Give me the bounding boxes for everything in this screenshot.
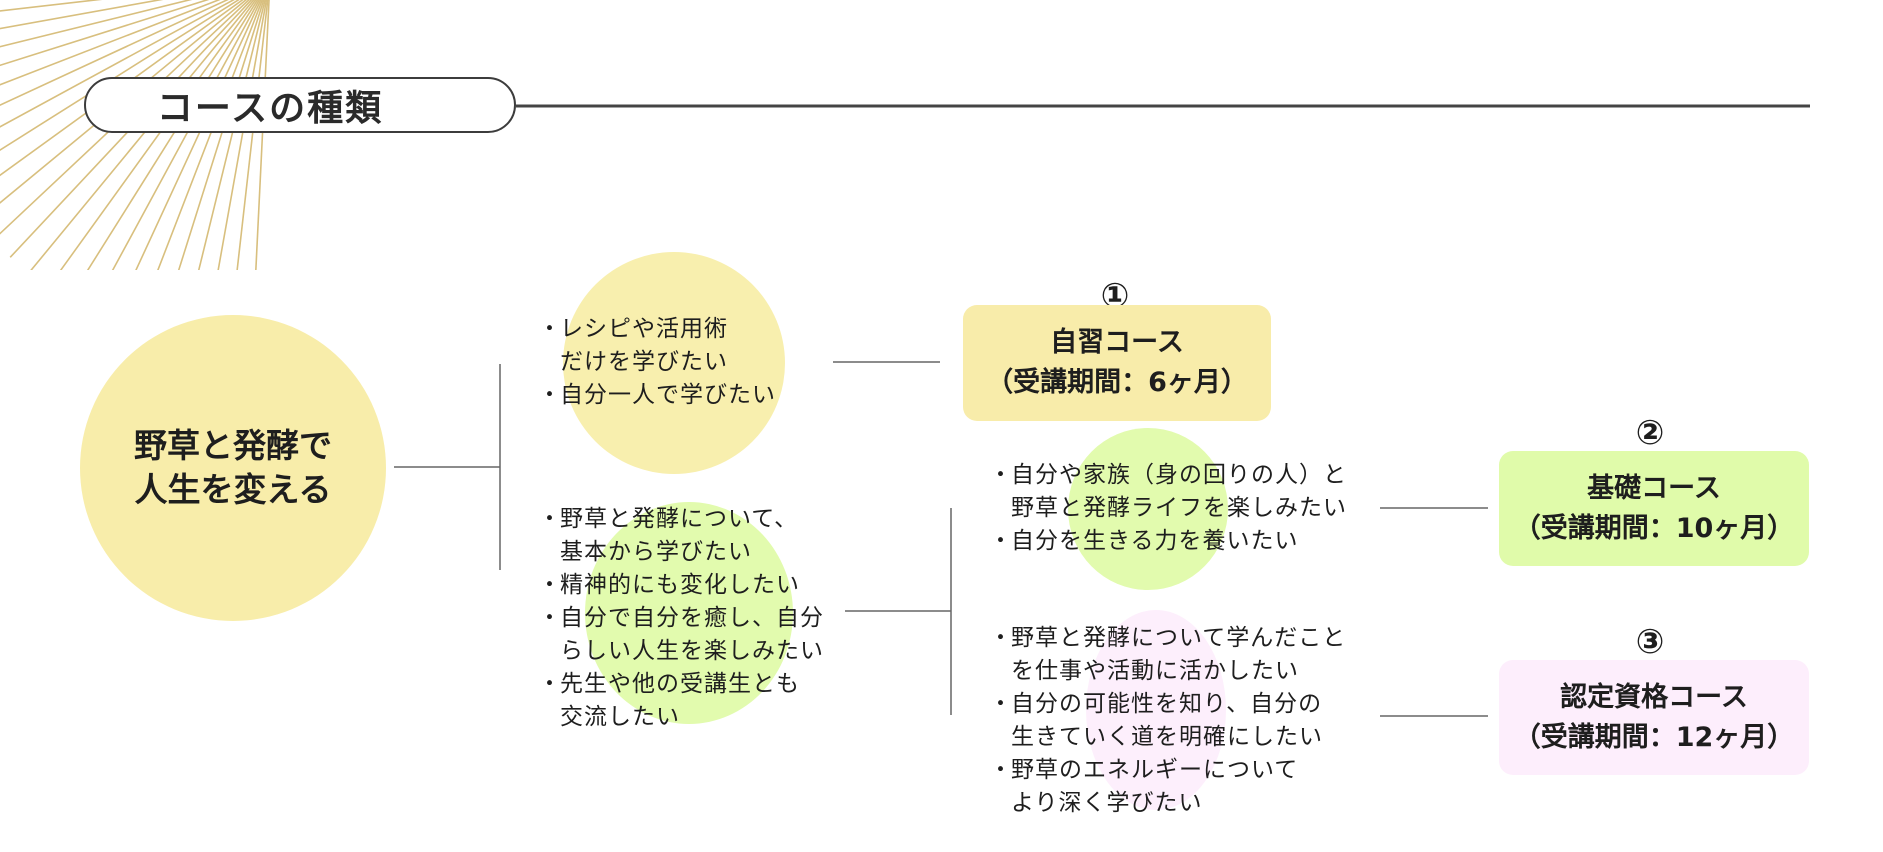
bullet-marker: ・ — [989, 691, 1013, 717]
section-header-pill — [84, 77, 516, 133]
list-item-text: 精神的にも変化したい — [560, 572, 800, 598]
bullet-marker: ・ — [538, 671, 562, 697]
stripe-line — [86, 0, 259, 270]
stripe-line — [177, 0, 265, 270]
group4-highlight-blob — [1086, 610, 1226, 810]
list-item: ・ 自分の可能性を知り、自分の 生きていく道を明確にしたい — [989, 688, 1346, 754]
list-item: ・ 先生や他の受講生とも 交流したい — [538, 668, 824, 734]
list-item: ・ 自分を生きる力を養いたい — [989, 525, 1347, 558]
list-item-text: 先生や他の受講生とも 交流したい — [560, 671, 800, 730]
stripe-line — [0, 0, 210, 67]
bullet-marker: ・ — [538, 572, 562, 598]
group1-list: ・ レシピや活用術 だけを学びたい ・ 自分一人で学びたい — [538, 313, 776, 412]
stripe-line — [0, 0, 229, 107]
course3-name: 認定資格コース — [1560, 681, 1748, 713]
stripe-line — [157, 0, 264, 270]
stripe-line — [111, 0, 261, 270]
list-item-text: 野草のエネルギーについて より深く学びたい — [1011, 757, 1299, 816]
list-item: ・ 精神的にも変化したい — [538, 569, 824, 602]
group3-highlight-blob — [1068, 428, 1228, 590]
list-item-text: 自分一人で学びたい — [560, 382, 776, 408]
bullet-marker: ・ — [989, 462, 1013, 488]
bullet-marker: ・ — [989, 625, 1013, 651]
stripe-line — [0, 0, 193, 48]
list-item: ・ 野草と発酵について学んだこと を仕事や活動に活かしたい — [989, 622, 1346, 688]
bullet-marker: ・ — [989, 757, 1013, 783]
course1-box: 自習コース （受講期間：6ヶ月） — [963, 305, 1271, 421]
list-item: ・ 野草と発酵について、 基本から学びたい — [538, 503, 824, 569]
group3-list: ・ 自分や家族（身の回りの人）と 野草と発酵ライフを楽しみたい ・ 自分を生きる… — [989, 459, 1347, 558]
stripe-line — [59, 0, 257, 270]
bullet-marker: ・ — [538, 605, 562, 631]
group4-list: ・ 野草と発酵について学んだこと を仕事や活動に活かしたい ・ 自分の可能性を知… — [989, 622, 1346, 820]
stripe-line — [236, 0, 269, 270]
list-item: ・ レシピや活用術 だけを学びたい — [538, 313, 776, 379]
stripe-line — [255, 0, 270, 270]
course3-period: （受講期間：12ヶ月） — [1513, 721, 1795, 753]
list-item: ・ 野草のエネルギーについて より深く学びたい — [989, 754, 1346, 820]
bullet-marker: ・ — [989, 528, 1013, 554]
course2-box: 基礎コース （受講期間：10ヶ月） — [1499, 451, 1809, 566]
list-item: ・ 自分や家族（身の回りの人）と 野草と発酵ライフを楽しみたい — [989, 459, 1347, 525]
course3-box: 認定資格コース （受講期間：12ヶ月） — [1499, 660, 1809, 775]
root-circle: 野草と発酵で 人生を変える — [80, 315, 386, 621]
list-item-text: レシピや活用術 だけを学びたい — [560, 316, 728, 375]
stripe-line — [0, 0, 221, 86]
bullet-marker: ・ — [538, 382, 562, 408]
section-title: コースの種類 — [156, 88, 384, 129]
list-item: ・ 自分一人で学びたい — [538, 379, 776, 412]
group2-list: ・ 野草と発酵について、 基本から学びたい ・ 精神的にも変化したい ・ 自分で… — [538, 503, 824, 734]
stripe-line — [135, 0, 262, 270]
list-item-text: 自分を生きる力を養いたい — [1011, 528, 1299, 554]
course2-period: （受講期間：10ヶ月） — [1513, 512, 1795, 544]
course1-period: （受講期間：6ヶ月） — [986, 367, 1248, 398]
stripe-line — [197, 0, 266, 270]
bullet-marker: ・ — [538, 506, 562, 532]
list-item: ・ 自分で自分を癒し、自分 らしい人生を楽しみたい — [538, 602, 824, 668]
course2-number: ② — [1635, 413, 1665, 453]
stripe-line — [0, 0, 103, 12]
stripe-line — [0, 0, 235, 128]
course1-name: 自習コース — [1050, 327, 1184, 358]
list-item-text: 自分で自分を癒し、自分 らしい人生を楽しみたい — [560, 605, 824, 664]
list-item-text: 野草と発酵について学んだこと を仕事や活動に活かしたい — [1011, 625, 1347, 684]
bullet-marker: ・ — [538, 316, 562, 342]
list-item-text: 自分の可能性を知り、自分の 生きていく道を明確にしたい — [1011, 691, 1323, 750]
group2-highlight-blob — [585, 502, 793, 724]
root-label: 野草と発酵で 人生を変える — [134, 426, 332, 509]
group1-highlight-blob — [563, 252, 785, 474]
list-item-text: 野草と発酵について、 基本から学びたい — [560, 506, 799, 565]
course2-name: 基礎コース — [1587, 472, 1721, 504]
course3-number: ③ — [1635, 622, 1665, 662]
stripe-line — [0, 0, 164, 30]
stripe-line — [217, 0, 268, 270]
list-item-text: 自分や家族（身の回りの人）と 野草と発酵ライフを楽しみたい — [1011, 462, 1347, 521]
